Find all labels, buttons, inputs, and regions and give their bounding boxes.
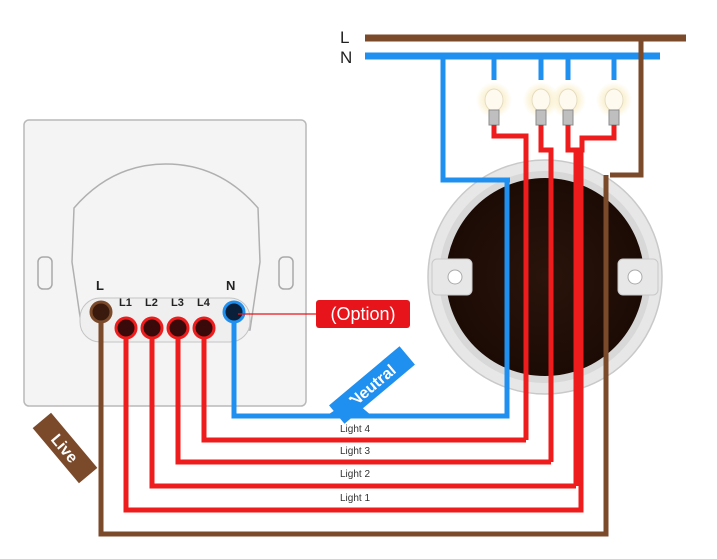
light1-wire [123, 150, 584, 513]
terminal-label-N: N [226, 278, 235, 293]
terminal-L2 [140, 316, 164, 340]
light1-label: Light 1 [340, 493, 370, 504]
live-supply-label: L [340, 28, 349, 47]
bulb-icon [550, 82, 586, 126]
neutral-distribution [440, 56, 617, 183]
live-drop-wire [610, 38, 644, 178]
mounting-slot-left [37, 256, 53, 290]
light3-wire [175, 328, 551, 465]
terminal-label-L4: L4 [197, 297, 211, 309]
bulb-icon [596, 82, 632, 126]
wire-labels: Light 4 Light 3 Light 2 Light 1 [340, 424, 370, 504]
terminal-L1 [114, 316, 138, 340]
terminal-L3 [166, 316, 190, 340]
terminal-N [222, 300, 246, 324]
switch-terminals [89, 300, 246, 340]
junction-box [427, 159, 663, 395]
light4-label: Light 4 [340, 424, 370, 435]
terminal-L [89, 300, 113, 324]
option-callout: (Option) [316, 300, 410, 328]
terminal-label-L3: L3 [171, 297, 184, 309]
light2-wire [149, 328, 576, 489]
terminal-labels: L L1 L2 L3 L4 N [96, 278, 235, 309]
light4-wire [201, 328, 526, 443]
junction-ear-left [431, 258, 473, 296]
light3-label: Light 3 [340, 446, 370, 457]
light2-label: Light 2 [340, 469, 370, 480]
supply-lines: L N [340, 28, 686, 67]
mounting-slot-right [278, 256, 294, 290]
light3-bulb-wire [538, 125, 554, 462]
terminal-label-L: L [96, 278, 104, 293]
light2-bulb-wire [565, 125, 579, 486]
neutral-supply-label: N [340, 48, 352, 67]
bulb-icon [523, 82, 559, 126]
option-label: (Option) [330, 304, 395, 324]
switch-module [71, 163, 261, 331]
bulb-icon [476, 82, 512, 126]
terminal-label-L1: L1 [119, 297, 132, 309]
light4-bulb-wire [491, 125, 529, 440]
light1-bulb-wire [577, 125, 617, 163]
junction-ear-right [617, 258, 659, 296]
terminal-label-L2: L2 [145, 297, 158, 309]
live-wire [98, 175, 609, 537]
light-bulbs [476, 82, 632, 126]
live-tag: Live [32, 412, 98, 484]
terminal-L4 [192, 316, 216, 340]
switch-faceplate [23, 119, 307, 407]
neutral-tag-tail [326, 399, 372, 416]
